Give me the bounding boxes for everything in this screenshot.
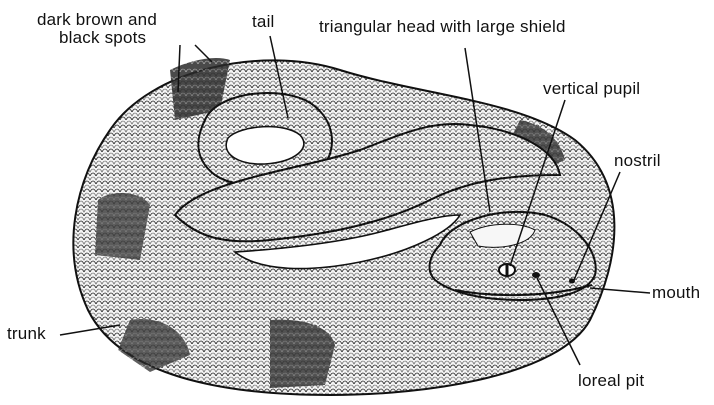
loreal-pit — [532, 272, 540, 278]
label-loreal-pit: loreal pit — [578, 372, 644, 390]
label-vertical-pupil: vertical pupil — [543, 80, 640, 98]
label-mouth: mouth — [652, 284, 700, 302]
label-spots-line2: black spots — [37, 29, 157, 47]
label-nostril: nostril — [614, 152, 661, 170]
label-tail: tail — [252, 13, 275, 31]
label-dark-brown-and-black-spots: dark brown and black spots — [37, 11, 157, 47]
dark-blotch — [95, 193, 150, 260]
label-spots-line1: dark brown and — [37, 11, 157, 29]
tail-hole — [226, 127, 304, 164]
label-triangular-head: triangular head with large shield — [319, 18, 566, 36]
vertical-pupil — [506, 264, 509, 276]
label-trunk: trunk — [7, 325, 46, 343]
